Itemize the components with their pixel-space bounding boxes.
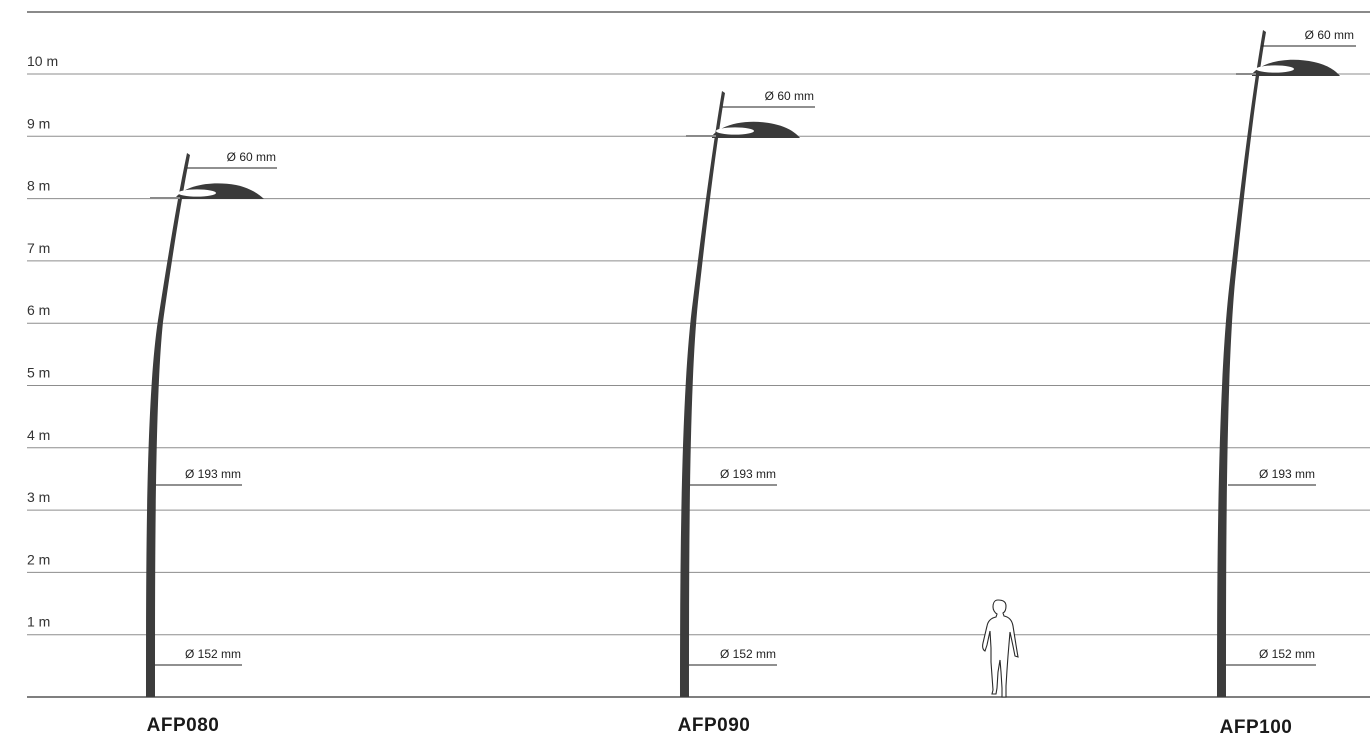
top-diameter-callout: Ø 60 mm [722, 89, 815, 108]
pole-shaft [146, 153, 190, 697]
pole-afp090: Ø 60 mm Ø 193 mm Ø 152 mm AFP090 [678, 89, 815, 736]
base-diameter-callout: Ø 152 mm [1226, 647, 1316, 666]
base-diameter-label: Ø 152 mm [720, 647, 776, 661]
model-label-afp090: AFP090 [678, 715, 751, 736]
base-diameter-callout: Ø 152 mm [689, 647, 777, 666]
pole-shaft [1217, 30, 1266, 697]
height-label-1m: 1 m [27, 614, 50, 630]
pole-shaft [680, 91, 725, 697]
height-label-3m: 3 m [27, 489, 50, 505]
height-grid: 1 m 2 m 3 m 4 m 5 m 6 m 7 m 8 m 9 m 10 m [27, 53, 1370, 636]
top-diameter-label: Ø 60 mm [227, 150, 276, 164]
top-diameter-label: Ø 60 mm [765, 89, 814, 103]
base-diameter-label: Ø 152 mm [185, 647, 241, 661]
top-diameter-callout: Ø 60 mm [1261, 28, 1356, 47]
mid-diameter-label: Ø 193 mm [1259, 467, 1315, 481]
person-silhouette-icon [982, 599, 1019, 698]
model-label-afp100: AFP100 [1220, 717, 1293, 738]
mid-diameter-callout: Ø 193 mm [1228, 467, 1316, 486]
height-label-7m: 7 m [27, 240, 50, 256]
base-diameter-callout: Ø 152 mm [155, 647, 242, 666]
model-label-afp080: AFP080 [147, 715, 220, 736]
height-label-9m: 9 m [27, 115, 50, 131]
base-diameter-label: Ø 152 mm [1259, 647, 1315, 661]
mid-diameter-label: Ø 193 mm [720, 467, 776, 481]
pole-afp080: Ø 60 mm Ø 193 mm Ø 152 mm AFP080 [146, 150, 277, 736]
luminaire-head [686, 121, 800, 138]
height-label-4m: 4 m [27, 427, 50, 443]
height-label-5m: 5 m [27, 365, 50, 381]
mid-diameter-callout: Ø 193 mm [690, 467, 777, 486]
height-label-6m: 6 m [27, 302, 50, 318]
mid-diameter-label: Ø 193 mm [185, 467, 241, 481]
luminaire-head [150, 183, 264, 199]
mid-diameter-callout: Ø 193 mm [156, 467, 242, 486]
height-label-2m: 2 m [27, 551, 50, 567]
height-label-8m: 8 m [27, 178, 50, 194]
height-label-10m: 10 m [27, 53, 58, 69]
pole-afp100: Ø 60 mm Ø 193 mm Ø 152 mm AFP100 [1217, 28, 1356, 738]
luminaire-head [1236, 59, 1340, 76]
top-diameter-callout: Ø 60 mm [187, 150, 277, 169]
top-diameter-label: Ø 60 mm [1305, 28, 1354, 42]
